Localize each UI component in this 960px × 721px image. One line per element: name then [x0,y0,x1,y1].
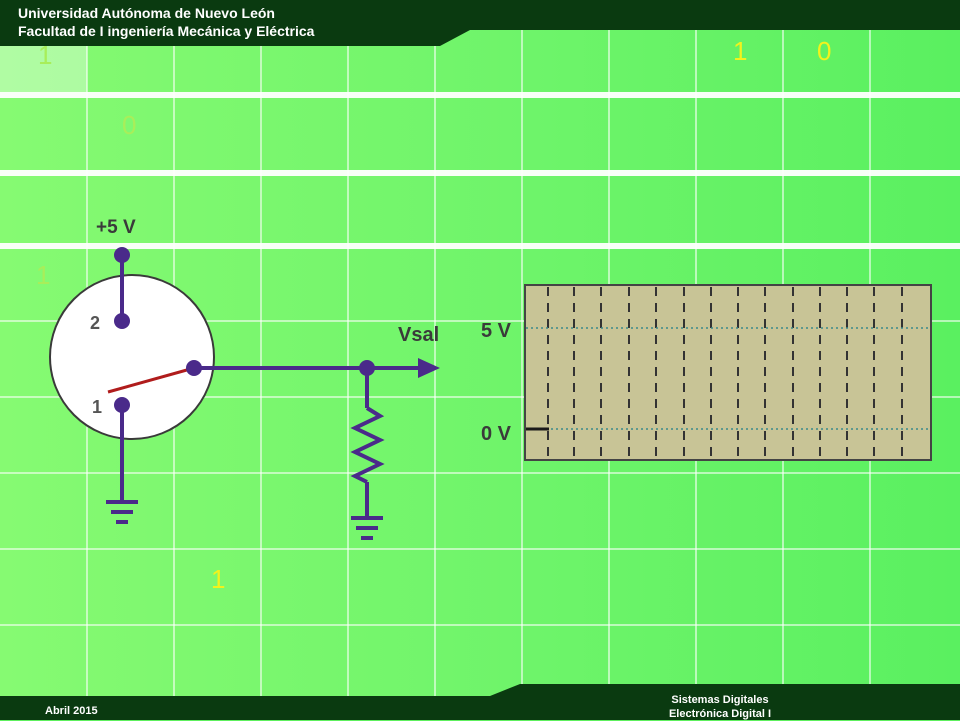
grid-line [434,0,436,720]
grid-line [0,92,960,98]
course-subject: Electrónica Digital I [668,708,772,720]
grid-digit: 0 [817,36,832,66]
grid-line [0,320,960,322]
course-name: Sistemas Digitales [671,694,769,706]
switch-contact-2 [114,313,130,329]
header-shape [0,0,960,46]
switch-housing [49,274,215,440]
header-banner: Universidad Autónoma de Nuevo León Facul… [0,0,960,46]
grid-line [0,624,960,626]
grid-line [0,396,960,398]
faculty-name: Facultad de I ingeniería Mecánica y Eléc… [18,23,315,39]
switch-position-1-label: 1 [92,397,102,417]
grid-digit: 1 [38,40,53,70]
grid-digit: 1 [733,36,748,66]
grid-line [0,472,960,474]
footer-date: Abril 2015 [45,705,98,717]
resistor-icon [350,406,385,484]
grid-line [347,0,349,720]
switch-position-2-label: 2 [90,313,100,333]
scope-screen [524,284,932,461]
grid-line [0,170,960,176]
scope-0v-label: 0 V [481,423,512,445]
footer-banner: Abril 2015 Sistemas Digitales Electrónic… [0,684,960,720]
grid-line [260,0,262,720]
grid-digit: 1 [36,260,51,290]
output-label: Vsal [398,324,439,346]
arrow-right-icon [418,358,440,378]
footer-shape [0,684,960,720]
highlighted-grid-cell [0,44,87,92]
university-name: Universidad Autónoma de Nuevo León [18,5,275,21]
scope-5v-label: 5 V [481,320,512,342]
grid-line [0,548,960,550]
supply-label: +5 V [96,217,136,238]
switch-lever [107,366,195,394]
grid-digit: 0 [122,110,137,140]
grid-line [521,0,523,720]
grid-line [0,243,960,249]
grid-digit: 1 [211,564,226,594]
scope-time-divisions [547,287,903,458]
